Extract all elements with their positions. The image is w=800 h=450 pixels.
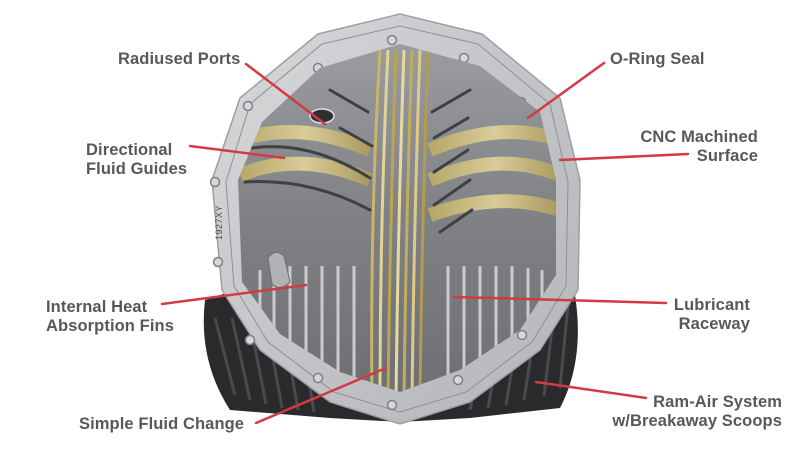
callout-internal-heat-absorption-fins: Internal Heat Absorption Fins <box>46 298 174 335</box>
callout-cnc-machined-surface: CNC Machined Surface <box>640 128 758 165</box>
casting-mark: 1927XY <box>214 205 224 240</box>
callout-simple-fluid-change: Simple Fluid Change <box>79 415 245 433</box>
leader-lines <box>160 61 690 425</box>
callout-o-ring-seal: O-Ring Seal <box>610 50 705 68</box>
callout-radiused-ports: Radiused Ports <box>118 50 241 68</box>
callout-directional-fluid-guides: Directional Fluid Guides <box>86 141 188 178</box>
callout-ram-air-system: Ram-Air System w/Breakaway Scoops <box>612 393 782 430</box>
callout-lubricant-raceway: Lubricant Raceway <box>673 296 750 333</box>
drain-fitting <box>267 252 291 288</box>
lubricant-raceway-streak <box>370 49 430 392</box>
